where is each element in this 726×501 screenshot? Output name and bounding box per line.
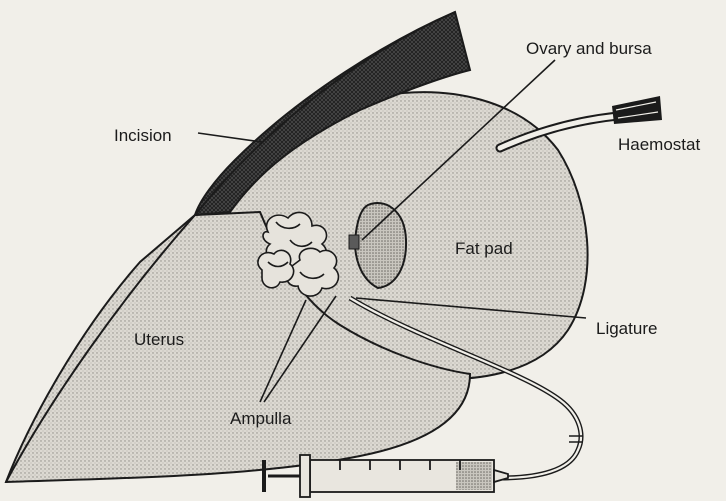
label-ampulla: Ampulla — [230, 409, 292, 428]
label-haemostat: Haemostat — [618, 135, 700, 154]
label-incision: Incision — [114, 126, 172, 145]
leader-incision — [198, 133, 262, 142]
label-ligature: Ligature — [596, 319, 657, 338]
label-fat-pad: Fat pad — [455, 239, 513, 258]
ovary-bursa-shape — [355, 203, 406, 288]
label-ovary-bursa: Ovary and bursa — [526, 39, 652, 58]
ovary-knot — [349, 235, 359, 249]
label-uterus: Uterus — [134, 330, 184, 349]
syringe-icon — [264, 455, 508, 497]
